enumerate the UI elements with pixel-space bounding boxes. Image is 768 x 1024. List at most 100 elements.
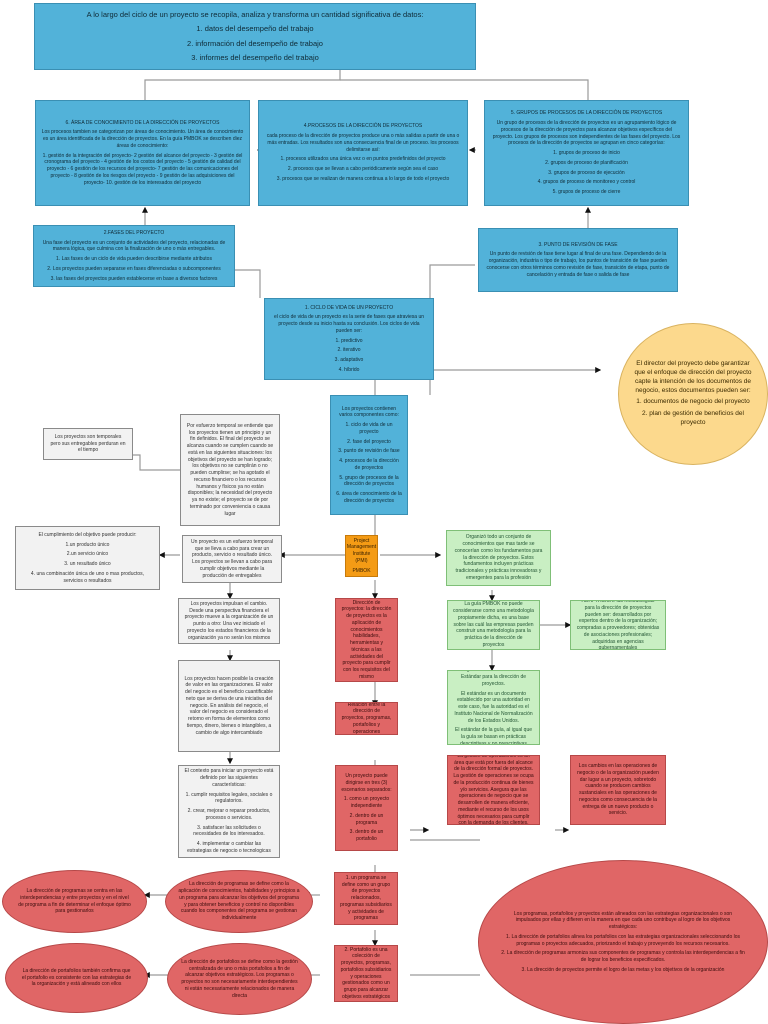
portfolio-mgmt-align-text: La dirección de portafolios también conf… [21,967,132,988]
portfolio-management-definition-ellipse: La dirección de portafolios se define co… [167,943,312,1015]
phases-box: 2.FASES DEL PROYECTO Una fase del proyec… [33,225,235,287]
processes-item: 2. procesos que se llevan a cabo periódi… [287,166,439,173]
adaptation-text: ADAPTACIÓN: las metodologías para la dir… [576,600,660,650]
processes-body: cada proceso de la dirección de proyecto… [266,133,460,153]
processes-box: 4.PROCESOS DE LA DIRECCIÓN DE PROYECTOS … [258,100,468,206]
alignment-item: 1. La dirección de portafolios alinea lo… [505,933,741,947]
phases-item: 1. Las fases de un ciclo de vida pueden … [56,256,212,262]
process-groups-item: 5. grupos de proceso de cierre [552,189,621,195]
process-groups-item: 1. grupos de proceso de inicio [553,150,620,156]
phases-body: Una fase del proyecto es un conjunto de … [42,239,226,253]
pmi-box[interactable]: Project Management Institute (PMI) PMBOK [345,535,378,577]
components-box: Los proyectos contienen varios component… [330,395,408,515]
life-cycle-item: 1. predictivo [335,337,363,344]
program-management-focus-ellipse: La dirección de programas se centra en l… [2,870,147,933]
business-docs-item: 1. documentos de negocio del proyecto [636,398,750,406]
processes-item: 3. procesos que se realizan de manera co… [276,175,450,182]
program-box: 1. un programa se define como un grupo d… [334,872,398,925]
standard-box: La guía PMBOK se basa en el Estándar par… [447,670,540,745]
portfolio-text: 2. Portafolio es una colección de proyec… [340,946,392,1000]
temporary-effort-box: Por esfuerzo temporal se entiende que lo… [180,414,280,526]
phases-item: 3. las fases del proyectos pueden establ… [50,275,218,282]
context-intro: El contexto para iniciar un proyecto est… [184,768,274,788]
scenarios-item: 3. dentro de un portafolio [349,829,384,843]
objective-results-item: 3. un resultado único [64,561,111,567]
process-groups-body: Un grupo de procesos de la dirección de … [492,120,681,147]
relation-text: Relación entre la dirección de proyectos… [341,702,392,735]
life-cycle-item: 4. híbrido [338,366,360,373]
phase-gate-title: 3. PUNTO DE REVISIÓN DE FASE [538,241,618,248]
operations-changes-box: Los cambios en las operaciones de negoci… [570,755,666,825]
components-item: 2. fase del proyecto [347,438,391,445]
life-cycle-item: 2. iterativo [337,347,361,354]
components-item: 3. punto de revisión de fase [338,448,400,455]
pmbok-box: Organizó todo un conjunto de conocimient… [446,530,551,586]
objective-results-item: 1.un producto único [65,541,110,548]
business-docs-item: 2. plan de gestión de beneficios del pro… [642,410,744,426]
life-cycle-item: 3. adaptativo [334,357,364,363]
change-box: Los proyectos impulsan el cambio. Desde … [178,598,280,644]
portfolio-management-alignment-ellipse: La dirección de portafolios también conf… [5,943,148,1013]
title-item: 2. información del desempeño de trabajo [187,38,323,48]
objective-results-intro: El cumplimiento del objetivo puede produ… [38,531,137,538]
phases-title: 2.FASES DEL PROYECTO [103,229,165,236]
knowledge-areas-body: Los procesos tambien se categorizan por … [41,129,244,149]
pmi-name: Project Management Institute (PMI) [346,537,377,564]
portfolio-box: 2. Portafolio es una colección de proyec… [334,945,398,1002]
value-text: Los proyectos hacen posible la creación … [184,675,274,736]
objective-results-item: 2.un servicio único [66,551,109,558]
change-text: Los proyectos impulsan el cambio. Desde … [184,600,274,641]
phases-item: 2. Los proyectos pueden separarse en fas… [47,265,221,272]
process-groups-item: 4. grupos de proceso de monitoreo y cont… [537,179,636,186]
components-item: 4. procesos de la dirección de proyectos [339,458,399,471]
value-box: Los proyectos hacen posible la creación … [178,660,280,752]
pmbok-not-methodology-box: La guía PMBOK no puede considerarse como… [447,600,540,650]
program-management-definition-ellipse: La dirección de programas se define como… [165,870,313,933]
components-item: 6. área de conocimiento de la dirección … [336,491,402,504]
process-groups-item: 2. grupos de proceso de planificación [545,159,628,166]
alignment-item: 3. La dirección de proyectos permite el … [521,966,725,973]
context-item: 1. cumplir requisitos legales, sociales … [185,791,273,805]
title-intro: A lo largo del ciclo de un proyecto se r… [86,10,424,20]
alignment-ellipse: Los programas, portafolios y proyectos e… [478,860,768,1024]
objective-results-box: El cumplimiento del objetivo puede produ… [15,526,160,590]
phase-gate-box: 3. PUNTO DE REVISIÓN DE FASE Un punto de… [478,228,678,292]
life-cycle-body: el ciclo de vida de un proyecto es la se… [273,314,425,334]
temporary-effort-text: Por esfuerzo temporal se entiende que lo… [186,422,274,517]
scenarios-item: 1. como un proyecto independiente [343,796,390,810]
knowledge-areas-list: 1. gestión de la integración del proyect… [42,152,243,186]
components-item: 1. ciclo de vida de un proyecto [345,422,393,435]
standard-item: El estándar de la guía, al igual que la … [455,727,532,745]
context-box: El contexto para iniciar un proyecto est… [178,765,280,858]
temporary-outcome-box: Los proyectos son temporales pero sus en… [43,428,133,460]
portfolio-mgmt-def-text: La dirección de portafolios se define co… [181,958,298,999]
processes-item: 1. procesos utilizados una única vez o e… [280,156,446,163]
processes-title: 4.PROCESOS DE LA DIRECCIÓN DE PROYECTOS [303,123,423,130]
business-docs-body: El director del proyecto debe garantizar… [634,360,752,394]
scenarios-intro: Un proyecto puede dirigirse en tres (3) … [341,773,392,793]
scenarios-item: 2. dentro de un programa [349,812,384,826]
adaptation-box: ADAPTACIÓN: las metodologías para la dir… [570,600,666,650]
title-item: 3. informes del desempeño del trabajo [191,52,319,62]
knowledge-areas-title: 6. ÁREA DE CONOCIMIENTO DE LA DIRECCIÓN … [65,119,220,126]
life-cycle-box: 1. CICLO DE VIDA DE UN PROYECTO el ciclo… [264,298,434,380]
pm-definition-box: Dirección de proyectos: la dirección de … [335,598,398,682]
operations-box: La gestión de operaciones es un área que… [447,755,540,825]
temporary-outcome-text: Los proyectos son temporales pero sus en… [50,433,126,454]
title-item: 1. datos del desempeño del trabajo [196,24,314,34]
pmbok-not-methodology-text: La guía PMBOK no puede considerarse como… [453,601,534,648]
pmi-sub: PMBOK [352,567,371,574]
business-documents-circle: El director del proyecto debe garantizar… [618,323,768,465]
standard-item: El estándar es un documento establecido … [454,690,533,724]
program-text: 1. un programa se define como un grupo d… [340,874,392,922]
alignment-intro: Los programas, portafolios y proyectos e… [513,910,733,931]
project-definition-text: Un proyecto es un esfuerzo temporal que … [191,538,273,579]
context-item: 4. implementar o cambiar las estrategias… [187,841,271,854]
scenarios-box: Un proyecto puede dirigirse en tres (3) … [335,765,398,851]
process-groups-item: 3. grupos de proceso de ejecución [548,169,625,176]
components-intro: Los proyectos contienen varios component… [339,405,399,419]
operations-changes-text: Los cambios en las operaciones de negoci… [577,763,659,817]
context-item: 3. satisfacer las solicitudes o necesida… [193,824,265,838]
operations-text: La gestión de operaciones es un área que… [453,755,534,825]
life-cycle-title: 1. CICLO DE VIDA DE UN PROYECTO [304,304,394,311]
